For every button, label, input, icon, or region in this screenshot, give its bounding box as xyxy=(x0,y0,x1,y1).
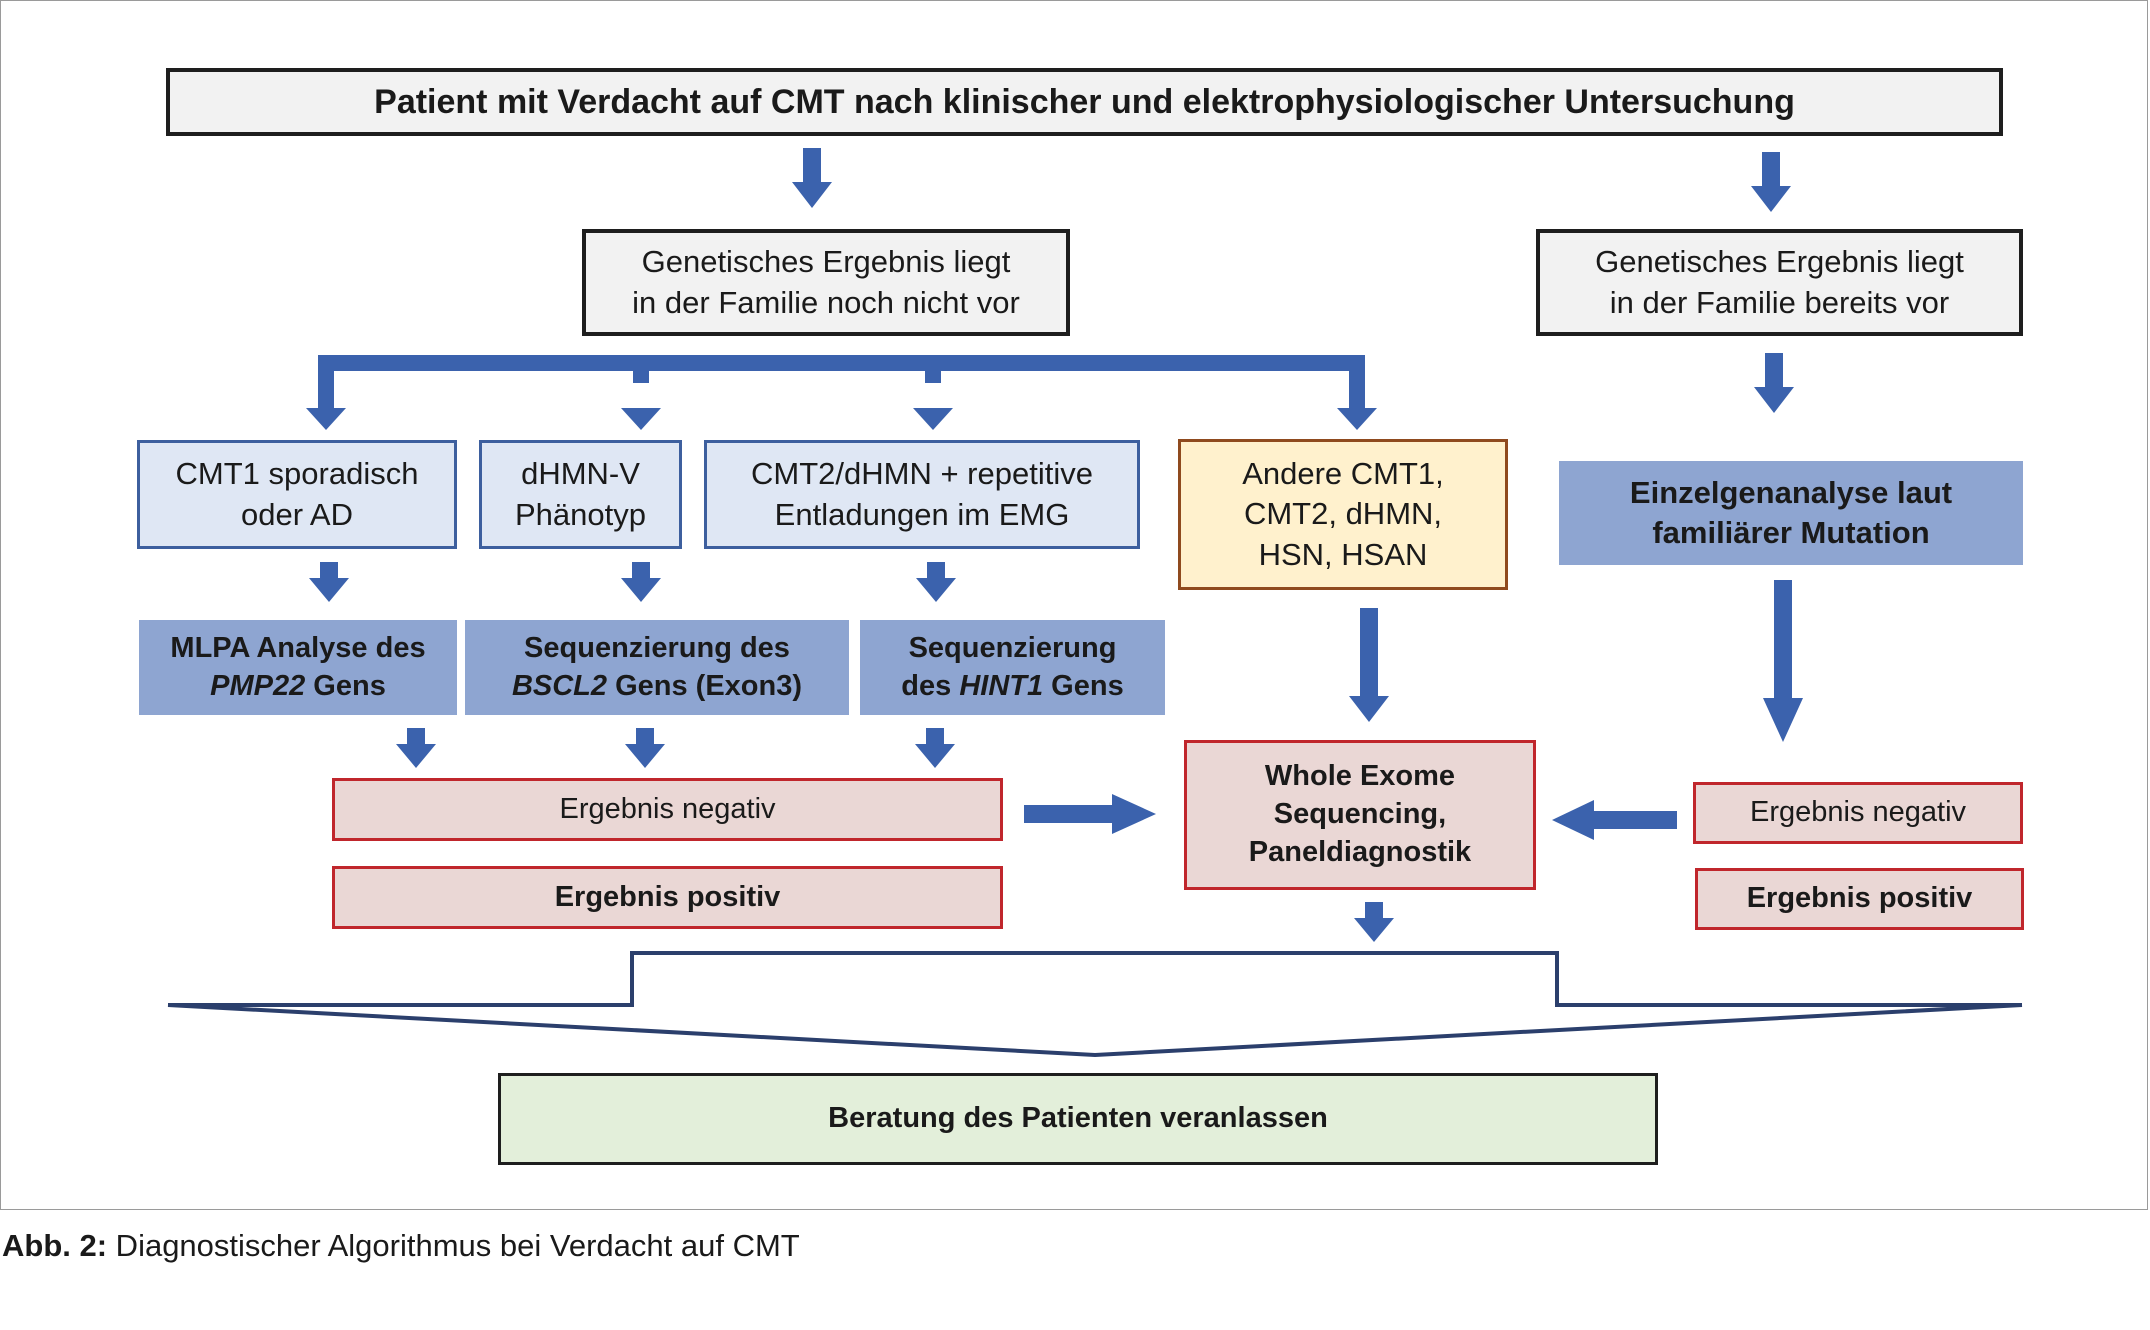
arrow-wes-down xyxy=(1354,902,1394,942)
arrow-to-other xyxy=(1337,408,1377,430)
family-result-line2: in der Familie bereits vor xyxy=(1609,284,1950,320)
arrow-cmt1-to-mlpa xyxy=(309,562,349,602)
distribution-bar xyxy=(318,355,1365,420)
caption-text: Diagnostischer Algorithmus bei Verdacht … xyxy=(107,1228,800,1263)
arrow-to-left-branch xyxy=(792,148,832,208)
right-negative-box: Ergebnis negativ xyxy=(1693,782,2023,844)
no-family-result-box: Genetisches Ergebnis liegt in der Famili… xyxy=(582,229,1070,336)
other-cmt-line2: CMT2, dHMN, xyxy=(1243,496,1443,532)
hint1-box: Sequenzierung des HINT1 Gens xyxy=(860,620,1165,715)
bscl2-line1: Sequenzierung des xyxy=(524,631,790,664)
right-positive-box: Ergebnis positiv xyxy=(1695,868,2024,930)
counseling-box: Beratung des Patienten veranlassen xyxy=(498,1073,1658,1165)
hint1-prefix: des xyxy=(901,669,960,702)
bscl2-line2: BSCL2 Gens (Exon3) xyxy=(512,668,802,706)
mlpa-suffix: Gens xyxy=(305,669,386,702)
right-negative-text: Ergebnis negativ xyxy=(1749,796,1967,829)
arrow-to-single-gene xyxy=(1754,353,1794,413)
arrow-negative-to-wes xyxy=(1024,794,1156,834)
other-cmt-box: Andere CMT1, CMT2, dHMN, HSN, HSAN xyxy=(1178,439,1508,590)
hint1-line2: des HINT1 Gens xyxy=(901,668,1123,706)
other-cmt-line1: Andere CMT1, xyxy=(1242,456,1444,492)
arrow-hint1-to-negative xyxy=(915,728,955,768)
arrow-right-negative-to-wes xyxy=(1552,800,1677,840)
arrow-other-to-wes xyxy=(1349,608,1389,722)
mlpa-box: MLPA Analyse des PMP22 Gens xyxy=(139,620,457,715)
bscl2-suffix: Gens (Exon3) xyxy=(607,669,803,702)
wes-line3: Paneldiagnostik xyxy=(1248,835,1472,868)
patient-suspicion-text: Patient mit Verdacht auf CMT nach klinis… xyxy=(374,82,1795,121)
hint1-gene: HINT1 xyxy=(959,669,1044,702)
arrow-cmt2-to-hint1 xyxy=(916,562,956,602)
wes-line1: Whole Exome xyxy=(1264,760,1456,793)
mlpa-line1: MLPA Analyse des xyxy=(170,631,426,664)
cmt1-box: CMT1 sporadisch oder AD xyxy=(137,440,457,549)
wes-box: Whole Exome Sequencing, Paneldiagnostik xyxy=(1184,740,1536,890)
single-gene-line2: familiärer Mutation xyxy=(1652,515,1930,550)
counseling-text: Beratung des Patienten veranlassen xyxy=(828,1102,1328,1135)
single-gene-box: Einzelgenanalyse laut familiärer Mutatio… xyxy=(1559,461,2023,565)
figure-caption: Abb. 2: Diagnostischer Algorithmus bei V… xyxy=(2,1228,800,1264)
cmt1-line2: oder AD xyxy=(240,496,353,532)
dhmn-box: dHMN-V Phänotyp xyxy=(479,440,682,549)
cmt2-line2: Entladungen im EMG xyxy=(774,496,1070,532)
cmt2-line1: CMT2/dHMN + repetitive xyxy=(751,456,1093,492)
arrow-to-right-branch xyxy=(1751,152,1791,212)
arrow-to-dhmn xyxy=(621,408,661,430)
dhmn-line1: dHMN-V xyxy=(521,456,640,492)
mlpa-gene: PMP22 xyxy=(210,669,306,702)
no-family-result-line1: Genetisches Ergebnis liegt xyxy=(641,244,1011,280)
hint1-suffix: Gens xyxy=(1043,669,1124,702)
arrow-single-to-result xyxy=(1763,580,1803,742)
arrow-to-cmt2 xyxy=(913,408,953,430)
brace-bottom xyxy=(167,1003,2023,1058)
arrow-dhmn-to-bscl2 xyxy=(621,562,661,602)
left-positive-box: Ergebnis positiv xyxy=(332,866,1003,929)
mlpa-line2: PMP22 Gens xyxy=(210,668,386,706)
arrow-to-cmt1 xyxy=(306,408,346,430)
brace-top xyxy=(168,951,2022,1007)
no-family-result-line2: in der Familie noch nicht vor xyxy=(632,284,1020,320)
right-positive-text: Ergebnis positiv xyxy=(1746,882,1973,915)
left-positive-text: Ergebnis positiv xyxy=(554,880,781,913)
arrow-mlpa-to-negative xyxy=(396,728,436,768)
arrow-bscl2-to-negative xyxy=(625,728,665,768)
family-result-box: Genetisches Ergebnis liegt in der Famili… xyxy=(1536,229,2023,336)
cmt2-box: CMT2/dHMN + repetitive Entladungen im EM… xyxy=(704,440,1140,549)
caption-label: Abb. 2: xyxy=(2,1228,108,1263)
cmt1-line1: CMT1 sporadisch xyxy=(175,456,419,492)
single-gene-line1: Einzelgenanalyse laut xyxy=(1629,474,1953,510)
left-negative-box: Ergebnis negativ xyxy=(332,778,1003,841)
dhmn-line2: Phänotyp xyxy=(515,496,646,532)
bscl2-gene: BSCL2 xyxy=(511,669,608,702)
patient-suspicion-box: Patient mit Verdacht auf CMT nach klinis… xyxy=(166,68,2003,136)
family-result-line1: Genetisches Ergebnis liegt xyxy=(1595,244,1964,280)
wes-line2: Sequencing, xyxy=(1273,798,1447,831)
hint1-line1: Sequenzierung xyxy=(908,631,1117,664)
connector-layer xyxy=(167,148,2023,1058)
figure-frame xyxy=(0,0,2148,1210)
left-negative-text: Ergebnis negativ xyxy=(559,792,776,825)
bscl2-box: Sequenzierung des BSCL2 Gens (Exon3) xyxy=(465,620,849,715)
other-cmt-line3: HSN, HSAN xyxy=(1258,536,1428,572)
